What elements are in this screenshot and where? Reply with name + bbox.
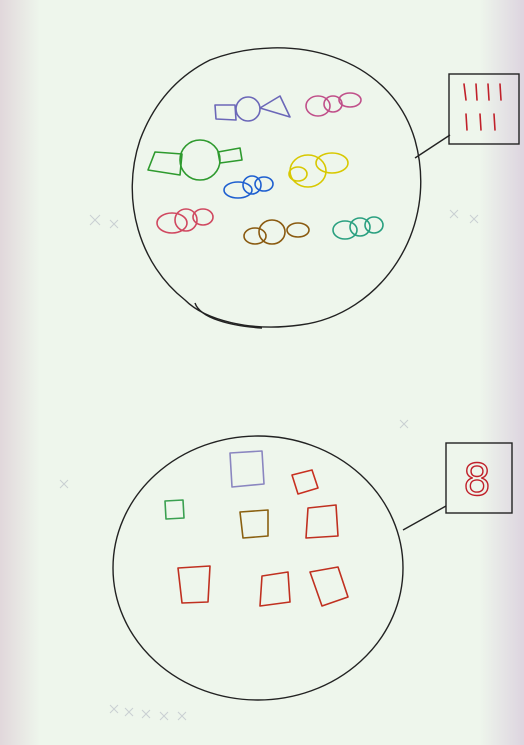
count-number: 8: [463, 455, 491, 506]
fish-purple: [215, 96, 290, 121]
bottom-set-circle: [113, 436, 403, 700]
square-red-left: [178, 566, 210, 603]
square-green: [165, 500, 184, 519]
square-brown: [240, 510, 268, 538]
fish-green: [148, 140, 242, 180]
blob-yellow: [289, 153, 348, 187]
square-red-small: [292, 470, 318, 494]
blob-brown: [244, 220, 309, 244]
square-red-mid: [306, 505, 338, 538]
square-red-center: [260, 572, 290, 606]
blob-red: [157, 209, 213, 233]
square-red-right: [310, 567, 348, 606]
top-set-circle-tail: [195, 303, 262, 328]
tally-box: [449, 74, 519, 144]
top-set-circle: [132, 48, 420, 327]
background-scribbles: [60, 210, 478, 720]
blob-teal: [333, 217, 383, 239]
bottom-set: 8: [113, 436, 512, 700]
top-set: [132, 48, 519, 328]
blob-pink-top: [306, 93, 361, 116]
bottom-connector-line: [403, 506, 446, 530]
blob-blue: [224, 176, 273, 198]
square-lavender: [230, 451, 264, 487]
top-connector-line: [415, 135, 450, 158]
tally-marks: [464, 84, 501, 130]
